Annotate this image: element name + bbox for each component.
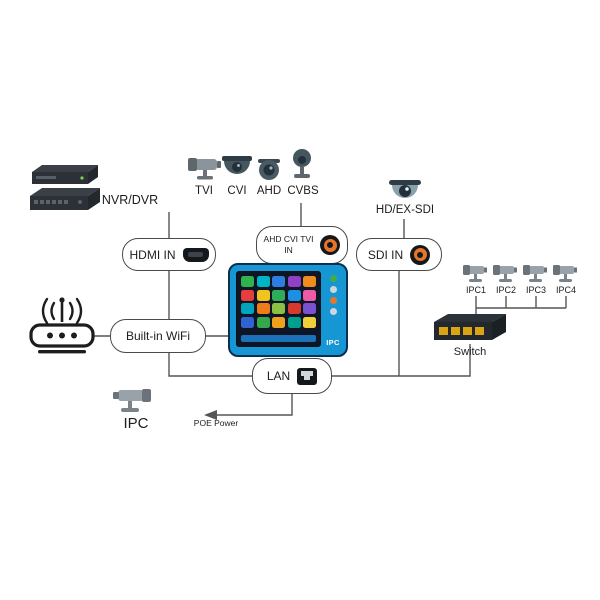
- tester-app-tile: [272, 276, 285, 287]
- tester-screen: [236, 271, 321, 347]
- tester-app-tile: [241, 289, 254, 301]
- tester-app-tile: [272, 289, 285, 301]
- tester-app-tile: [303, 316, 316, 328]
- cvbs-label: CVBS: [287, 185, 319, 197]
- poe-ipc-camera-icon: [113, 389, 151, 412]
- analog-in-label: AHD CVI TVI IN: [264, 234, 314, 255]
- hdmi-in-label: HDMI IN: [129, 247, 176, 262]
- tvi-bullet-camera-icon: [188, 158, 221, 180]
- tester-app-tile: [287, 276, 301, 287]
- tester-ipc-badge: IPC: [326, 338, 340, 347]
- builtin-wifi-label: Built-in WiFi: [125, 329, 190, 343]
- wifi-router-icon: [29, 297, 95, 354]
- ipc3-label: IPC3: [525, 285, 546, 295]
- tester-app-tile: [241, 303, 254, 314]
- tester-app-tile: [241, 316, 254, 328]
- tester-dock-bar: [241, 335, 316, 342]
- tester-button: [329, 297, 337, 304]
- nvr-dvr-icon: [30, 165, 100, 210]
- ipc1-bullet-camera-icon: [463, 265, 487, 282]
- analog-in-line1: AHD CVI TVI: [263, 234, 314, 245]
- tester-app-tile: [256, 316, 270, 328]
- tester-app-tile: [256, 276, 270, 287]
- wire: [168, 271, 254, 377]
- hd-sdi-label: HD/EX-SDI: [375, 204, 435, 216]
- wire: [330, 344, 471, 377]
- cvi-label: CVI: [227, 185, 247, 197]
- tester-screen-grid: [241, 276, 316, 328]
- analog-in-line2: IN: [284, 245, 293, 255]
- switch-label: Switch: [453, 346, 487, 358]
- tester-button: [329, 308, 337, 315]
- tester-app-tile: [256, 289, 270, 301]
- poe-power-label: POE Power: [193, 418, 239, 428]
- tester-app-tile: [256, 303, 270, 314]
- hd-sdi-dome-camera-icon: [389, 180, 421, 198]
- ipc2-label: IPC2: [495, 285, 516, 295]
- tester-app-tile: [287, 289, 301, 301]
- tester-button: [329, 286, 337, 293]
- builtin-wifi-node: Built-in WiFi: [110, 319, 206, 353]
- cctv-tester-device: IPC: [228, 263, 348, 357]
- cvbs-ptz-camera-icon: [293, 149, 311, 178]
- tester-app-tile: [303, 303, 316, 314]
- bnc-connector-icon: [410, 244, 431, 265]
- lan-node: LAN: [252, 358, 332, 394]
- analog-in-node: AHD CVI TVI IN: [256, 226, 348, 264]
- poe-ipc-label: IPC: [123, 415, 149, 432]
- tester-side-panel: IPC: [324, 271, 342, 347]
- tvi-label: TVI: [195, 185, 213, 197]
- ipc4-label: IPC4: [555, 285, 576, 295]
- ahd-label: AHD: [256, 185, 282, 197]
- poe-arrowhead: [204, 410, 217, 420]
- nvr-dvr-label: NVR/DVR: [101, 193, 159, 207]
- ipc4-bullet-camera-icon: [553, 265, 577, 282]
- tester-app-tile: [272, 316, 285, 328]
- tester-app-tile: [287, 316, 301, 328]
- ipc2-bullet-camera-icon: [493, 265, 517, 282]
- tester-app-tile: [303, 276, 316, 287]
- lan-label: LAN: [266, 369, 291, 383]
- tester-app-tile: [287, 303, 301, 314]
- tester-button: [329, 275, 337, 282]
- sdi-in-node: SDI IN: [356, 238, 442, 271]
- bnc-connector-icon: [320, 235, 341, 255]
- hdmi-in-node: HDMI IN: [122, 238, 216, 271]
- tester-app-tile: [241, 276, 254, 287]
- tester-app-tile: [303, 289, 316, 301]
- ahd-eyeball-camera-icon: [258, 159, 280, 180]
- network-switch-icon: [434, 314, 506, 340]
- ipc3-bullet-camera-icon: [523, 265, 547, 282]
- tester-app-tile: [272, 303, 285, 314]
- cvi-dome-camera-icon: [222, 156, 252, 174]
- ipc1-label: IPC1: [465, 285, 486, 295]
- hdmi-port-icon: [182, 247, 209, 262]
- wire: [216, 394, 293, 416]
- rj45-port-icon: [297, 367, 318, 385]
- sdi-in-label: SDI IN: [367, 247, 404, 262]
